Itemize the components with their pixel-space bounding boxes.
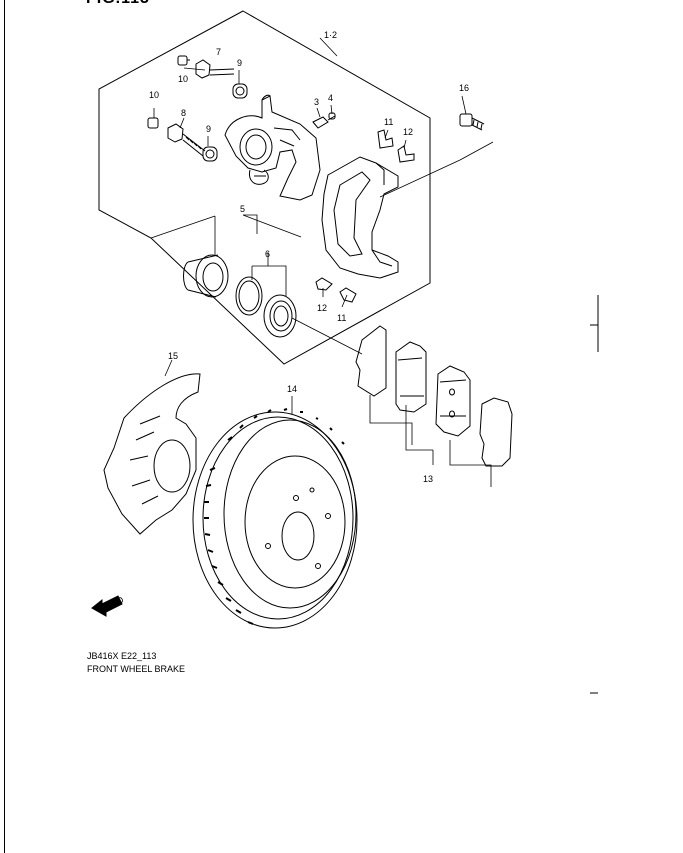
callout-10-upper: 10 xyxy=(178,74,188,84)
callout-13: 13 xyxy=(423,474,433,484)
piston-seal xyxy=(235,276,263,316)
diagram-name: FRONT WHEEL BRAKE xyxy=(87,664,186,674)
lower-sleeve xyxy=(202,146,218,162)
piston xyxy=(183,254,229,298)
callout-12-upper: 12 xyxy=(403,127,413,137)
brake-pad-shim-outer xyxy=(355,325,387,397)
callout-11-upper: 11 xyxy=(384,117,393,127)
callout-14: 14 xyxy=(287,384,297,394)
callout-12-lower: 12 xyxy=(317,303,327,313)
callout-15: 15 xyxy=(168,351,178,361)
dust-boot xyxy=(263,294,297,338)
callout-11-lower: 11 xyxy=(337,313,346,323)
brake-pad-inner xyxy=(435,365,471,437)
callout-6: 6 xyxy=(265,249,270,259)
pad-group-bracket xyxy=(369,395,492,487)
leader-lines xyxy=(150,37,494,414)
brake-rotor xyxy=(192,408,358,629)
caliper-assembly-box xyxy=(98,10,431,365)
dust-cover xyxy=(103,373,201,535)
page-border xyxy=(4,0,5,853)
callout-3: 3 xyxy=(314,97,319,107)
diagram-code: JB416X E22_113 xyxy=(87,651,157,661)
callout-10-lower: 10 xyxy=(149,90,159,100)
upper-sleeve xyxy=(232,83,248,99)
callout-1-2: 1·2 xyxy=(324,30,337,40)
fwd-arrow-icon xyxy=(91,595,123,617)
bleeder-screw xyxy=(312,112,336,129)
caliper-body xyxy=(224,94,321,201)
pad-clips-upper xyxy=(377,129,415,163)
lower-bolt xyxy=(147,117,206,157)
fwd-arrow-label: FWD xyxy=(102,594,125,612)
callout-9-upper: 9 xyxy=(237,58,242,68)
pad-clips-lower xyxy=(315,277,357,303)
callout-16: 16 xyxy=(459,83,469,93)
upper-bolt xyxy=(177,55,235,79)
callout-5: 5 xyxy=(240,204,245,214)
caliper-bracket xyxy=(321,156,399,279)
callout-8: 8 xyxy=(181,108,186,118)
callout-7: 7 xyxy=(216,47,221,57)
figure-title: FIG.113 xyxy=(86,0,150,8)
callout-9-lower: 9 xyxy=(206,124,211,134)
callout-4: 4 xyxy=(328,93,333,103)
brake-pad-shim-inner xyxy=(479,397,513,467)
brake-pad-outer xyxy=(395,341,427,413)
mounting-bolt xyxy=(459,113,485,131)
